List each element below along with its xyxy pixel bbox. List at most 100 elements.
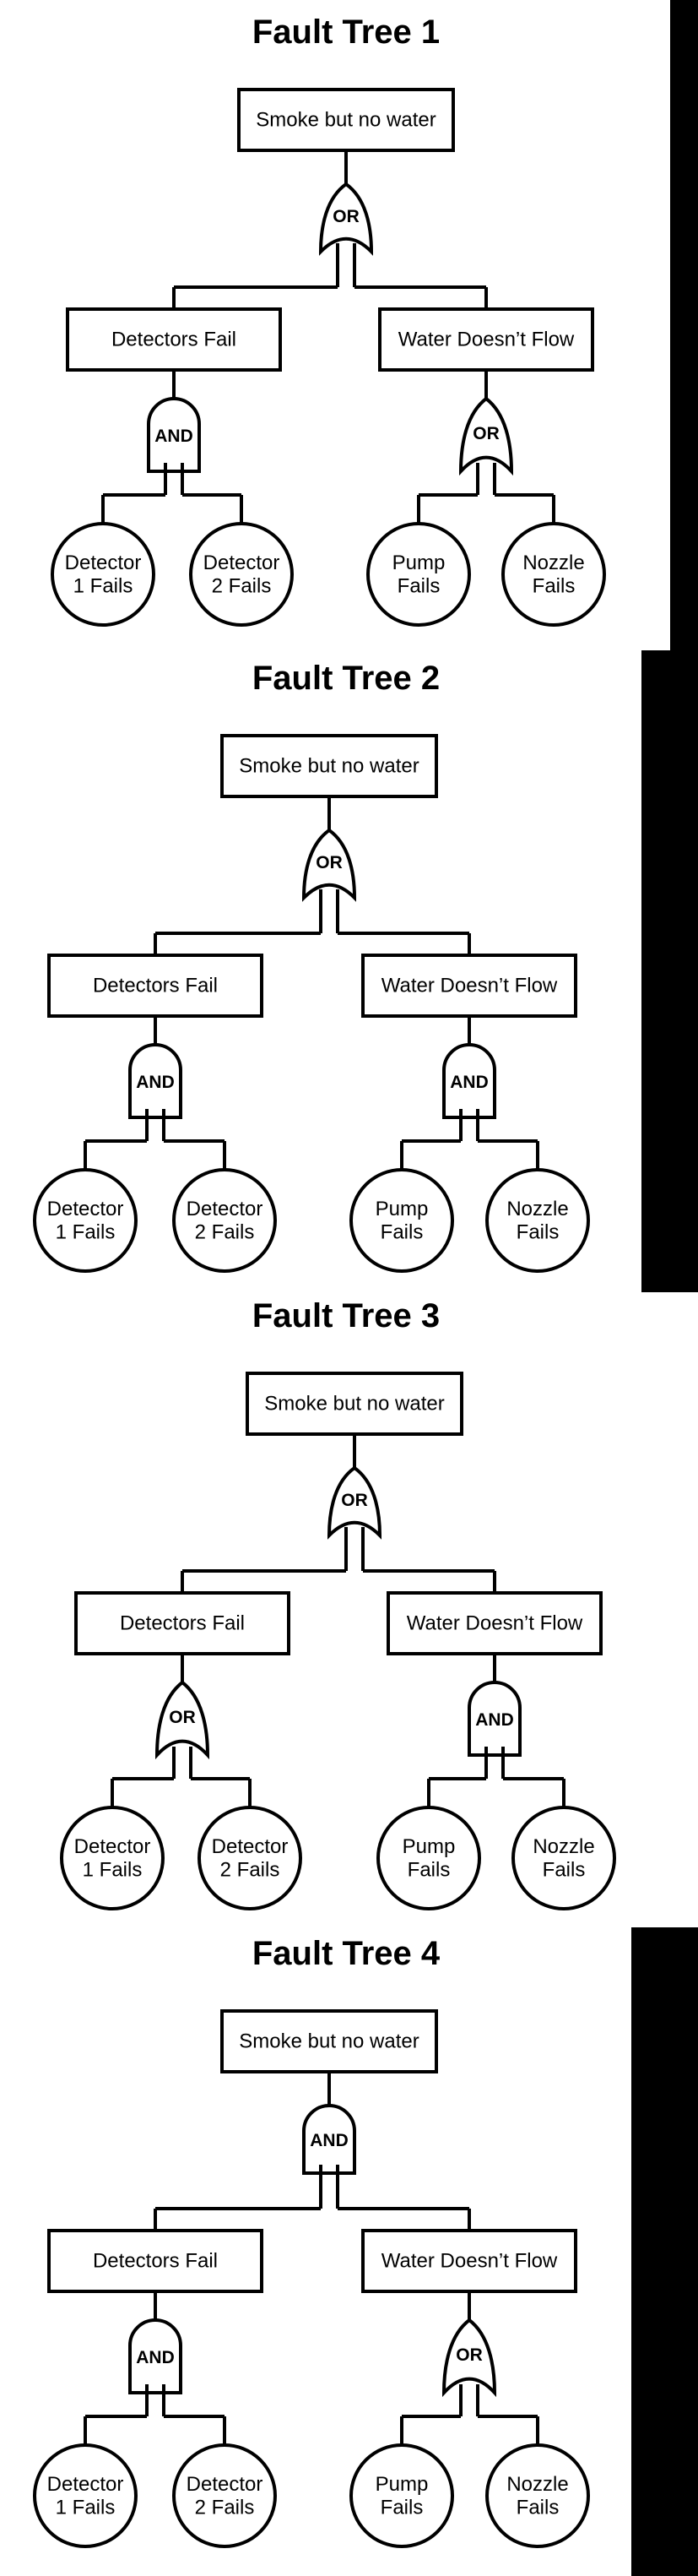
left-gate-label: AND (136, 2348, 175, 2367)
left-leaf-2-line-2: 2 Fails (195, 2497, 255, 2519)
side-bar-middle (641, 650, 698, 1292)
left-leaf-1-line-2: 1 Fails (56, 1221, 116, 1244)
right-leaf-1 (366, 522, 471, 627)
left-leaf-1-line-1: Detector (47, 2473, 124, 2496)
left-leaf-2 (172, 2443, 277, 2548)
right-gate (458, 396, 514, 476)
tree-title: Fault Tree 2 (252, 660, 440, 697)
right-event-box (361, 2229, 577, 2293)
left-event-box-label: Detectors Fail (120, 1612, 245, 1635)
left-event-box-label: Detectors Fail (93, 2250, 218, 2273)
left-event-box-label: Detectors Fail (93, 975, 218, 997)
right-leaf-1-line-1: Pump (376, 2473, 429, 2496)
right-leaf-2-line-1: Nozzle (506, 2473, 568, 2496)
top-gate (301, 828, 357, 902)
top-gate-label: OR (333, 207, 360, 226)
left-gate (128, 2318, 182, 2394)
top-gate (302, 2104, 356, 2175)
right-event-box-label: Water Doesn’t Flow (398, 329, 575, 351)
right-leaf-2-line-1: Nozzle (522, 552, 584, 574)
right-leaf-2-line-2: Fails (517, 1221, 560, 1244)
right-leaf-2 (485, 1168, 590, 1273)
left-leaf-1-line-1: Detector (74, 1835, 151, 1858)
left-gate (128, 1043, 182, 1119)
tree-title: Fault Tree 1 (252, 14, 440, 51)
left-leaf-1-line-2: 1 Fails (56, 2497, 116, 2519)
left-leaf-2 (172, 1168, 277, 1273)
left-leaf-1-line-1: Detector (47, 1198, 124, 1220)
left-leaf-2-line-1: Detector (212, 1835, 289, 1858)
side-bar-bottom (631, 1927, 698, 2576)
top-event-box (246, 1372, 463, 1436)
left-leaf-1-line-2: 1 Fails (73, 575, 133, 598)
right-leaf-1 (349, 2443, 454, 2548)
left-leaf-1-line-1: Detector (65, 552, 142, 574)
right-gate-label: OR (473, 424, 500, 443)
right-gate (442, 1043, 496, 1119)
right-leaf-1-line-1: Pump (403, 1835, 456, 1858)
left-event-box-label: Detectors Fail (111, 329, 236, 351)
left-leaf-1 (33, 2443, 138, 2548)
top-gate-label: OR (341, 1491, 368, 1510)
left-gate-label: AND (154, 427, 193, 446)
right-gate-label: OR (456, 2345, 483, 2365)
left-leaf-2-line-1: Detector (203, 552, 280, 574)
top-gate (318, 182, 374, 256)
left-leaf-2 (189, 522, 294, 627)
left-leaf-1 (60, 1806, 165, 1910)
left-leaf-1 (33, 1168, 138, 1273)
left-leaf-2-line-1: Detector (187, 2473, 263, 2496)
top-gate (327, 1465, 382, 1540)
right-leaf-1 (349, 1168, 454, 1273)
right-leaf-2-line-2: Fails (533, 575, 576, 598)
right-leaf-2 (485, 2443, 590, 2548)
top-event-box-label: Smoke but no water (239, 755, 419, 778)
left-leaf-2-line-2: 2 Fails (220, 1859, 280, 1882)
right-leaf-2 (511, 1806, 616, 1910)
left-leaf-2-line-2: 2 Fails (195, 1221, 255, 1244)
right-gate (468, 1681, 522, 1757)
right-leaf-2-line-1: Nozzle (533, 1835, 594, 1858)
left-gate-label: OR (169, 1708, 196, 1727)
tree-title: Fault Tree 3 (252, 1297, 440, 1334)
top-event-box-label: Smoke but no water (256, 109, 436, 132)
left-leaf-1-line-2: 1 Fails (83, 1859, 143, 1882)
left-gate (147, 397, 201, 473)
side-bar-top (670, 0, 698, 650)
left-leaf-2-line-1: Detector (187, 1198, 263, 1220)
top-gate-label: AND (310, 2131, 349, 2150)
right-leaf-2 (501, 522, 606, 627)
right-event-box (378, 307, 594, 372)
left-leaf-2 (197, 1806, 302, 1910)
right-gate-label: AND (450, 1073, 489, 1092)
right-leaf-1-line-1: Pump (376, 1198, 429, 1220)
right-leaf-2-line-2: Fails (517, 2497, 560, 2519)
right-leaf-2-line-1: Nozzle (506, 1198, 568, 1220)
left-leaf-2-line-2: 2 Fails (212, 575, 272, 598)
top-gate-label: OR (316, 853, 343, 872)
left-leaf-1 (51, 522, 155, 627)
top-event-box-label: Smoke but no water (239, 2030, 419, 2053)
top-event-box-label: Smoke but no water (264, 1393, 444, 1416)
right-leaf-1 (376, 1806, 481, 1910)
right-leaf-2-line-2: Fails (543, 1859, 586, 1882)
